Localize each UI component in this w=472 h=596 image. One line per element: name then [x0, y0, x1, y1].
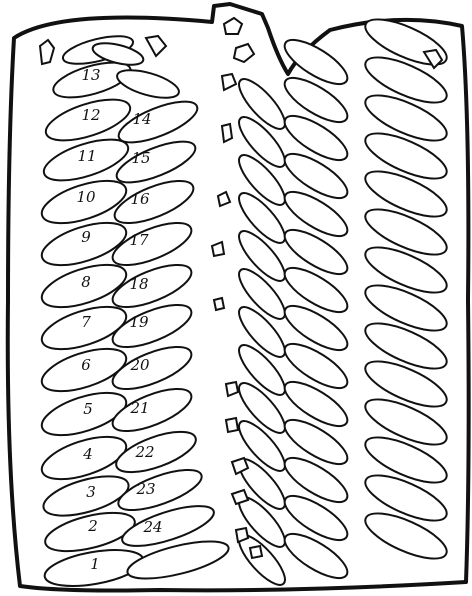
left-label: 5	[83, 400, 93, 418]
left-label: 4	[82, 445, 93, 463]
right-label: 18	[129, 275, 148, 293]
right-label: 14	[132, 110, 151, 128]
right-label: 15	[131, 149, 150, 167]
seam-fragment	[214, 298, 224, 310]
left-label: 10	[76, 188, 96, 206]
right-label: 22	[134, 443, 154, 461]
seam-fragment	[226, 418, 238, 432]
left-label: 6	[81, 356, 91, 374]
right-label: 23	[135, 480, 155, 498]
left-label: 11	[77, 147, 96, 165]
left-label: 12	[81, 106, 100, 124]
left-label: 9	[81, 228, 91, 246]
right-label: 16	[130, 190, 150, 208]
left-label: 1	[90, 555, 100, 573]
right-label: 19	[129, 313, 149, 331]
left-label: 7	[81, 313, 91, 331]
right-label: 24	[142, 518, 162, 536]
left-label: 2	[87, 517, 98, 535]
right-label: 21	[129, 399, 149, 417]
left-label: 13	[81, 66, 100, 84]
seam-fragment	[250, 546, 262, 558]
right-label: 17	[129, 231, 149, 249]
left-label: 3	[86, 483, 96, 501]
seam-fragment	[222, 124, 232, 142]
right-label: 20	[129, 356, 150, 374]
left-label: 8	[81, 273, 91, 291]
